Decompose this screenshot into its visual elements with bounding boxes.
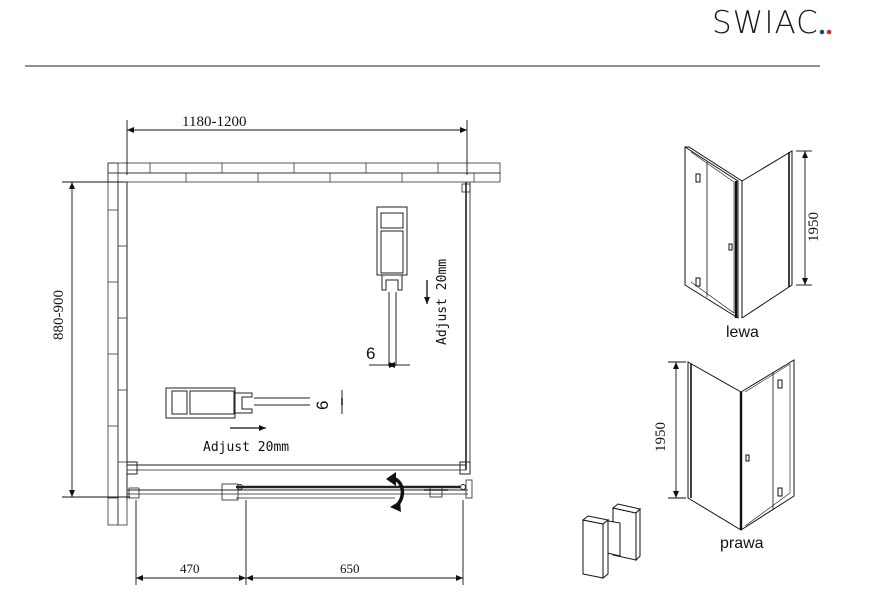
top-wall-tiles (107, 162, 501, 183)
segment-right-label: 650 (340, 561, 360, 576)
brand-logo: SWIAC (712, 5, 819, 41)
left-wall-tiles (107, 162, 128, 526)
horizontal-profile-detail (165, 387, 343, 419)
handle-knob-detail (581, 503, 641, 580)
width-dimension-line (126, 120, 468, 175)
gap-horizontal-label: 6 (313, 400, 332, 410)
left-view-height-label: 1950 (806, 212, 822, 242)
left-view-height-dimension (796, 150, 812, 286)
adjust-horizontal-label: Adjust 20mm (203, 440, 290, 455)
rotate-arrow-tail (390, 501, 401, 512)
right-view-caption: prawa (720, 535, 764, 552)
gap-vertical-label: 6 (366, 344, 376, 363)
left-view-enclosure (684, 146, 793, 319)
rotate-arrow-head (386, 472, 396, 486)
vertical-profile-detail (369, 206, 410, 366)
brand-logo-dots (819, 29, 832, 35)
depth-dimension-line (62, 181, 130, 498)
right-view-enclosure (687, 359, 795, 531)
right-view-height-dimension (668, 361, 686, 499)
right-view-height-label: 1950 (653, 422, 669, 452)
enclosure-frame (126, 182, 473, 501)
width-dimension-label: 1180-1200 (182, 114, 247, 130)
segment-dimension-lines (135, 500, 464, 585)
segment-left-label: 470 (180, 561, 200, 576)
left-view-caption: lewa (726, 324, 759, 341)
adjust-vertical-label: Adjust 20mm (435, 258, 450, 345)
depth-dimension-label: 880-900 (51, 290, 67, 340)
